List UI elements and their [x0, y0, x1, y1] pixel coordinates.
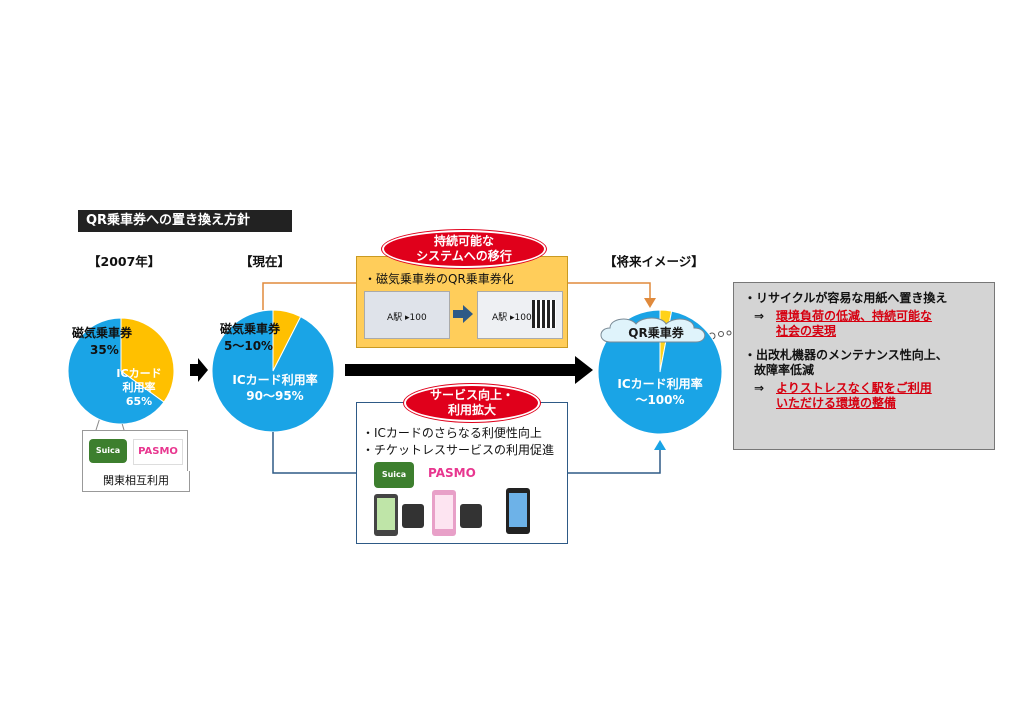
qr-code-icon	[532, 300, 556, 328]
pie-future-ic-label: ICカード利用率 ～100%	[600, 376, 720, 408]
orange-connector-right	[568, 282, 651, 300]
pie-2007-magnetic-label: 磁気乗車券	[72, 326, 133, 340]
ic-card-image-box: Suica PASMO	[82, 430, 188, 474]
result-1-text: 環境負荷の低減、持続可能な 社会の実現	[776, 309, 932, 339]
pie-2007-magnetic-pct: 35%	[90, 343, 119, 357]
smartwatch-icon-2	[460, 504, 482, 528]
smartphone-icon	[374, 494, 398, 536]
pie-now-ic-text: ICカード利用率	[232, 373, 318, 387]
card-caption: 関東相互利用	[82, 471, 190, 492]
suica-card: Suica	[89, 439, 127, 463]
benefit-2-line1: ・出改札機器のメンテナンス性向上、	[744, 348, 948, 362]
benefit-1: ・リサイクルが容易な用紙へ置き換え	[744, 291, 948, 305]
pink-phone-screen	[435, 495, 453, 529]
pasmo-card: PASMO	[133, 439, 183, 465]
pie-now-ic-label: ICカード利用率 90～95%	[220, 372, 330, 404]
result-1-line1: 環境負荷の低減、持続可能な	[776, 309, 933, 323]
era-future-label: 【将来イメージ】	[604, 254, 704, 269]
result-2-text: よりストレスなく駅をご利用 いただける環境の整備	[776, 381, 932, 411]
qr-ticket-image: A駅 ▸100	[477, 291, 563, 339]
ticket-arrow-icon	[453, 305, 473, 323]
navy-connector	[272, 428, 356, 474]
sustainable-pill: 持続可能な システムへの移行	[382, 230, 546, 268]
diagram-title: QR乗車券への置き換え方針	[78, 210, 292, 232]
benefit-2-result: ⇒ よりストレスなく駅をご利用 いただける環境の整備	[744, 381, 984, 411]
orange-arrowhead	[644, 298, 656, 308]
era-now-label: 【現在】	[240, 254, 291, 269]
bubble-dot	[726, 330, 732, 336]
service-pill-line2: 利用拡大	[447, 403, 496, 417]
smartphone-screen	[377, 498, 395, 530]
small-black-arrow	[190, 358, 208, 382]
ticketless-phone-screen	[509, 493, 527, 527]
result-1-arrow: ⇒	[754, 309, 765, 323]
big-arrow-head	[575, 356, 593, 384]
pie-2007-ic-line2: 利用率	[122, 381, 156, 394]
ticketless-phone-icon	[506, 488, 530, 534]
pie-now	[212, 310, 334, 432]
sustainable-bullet: ・磁気乗車券のQR乗車券化	[364, 272, 514, 286]
result-2-arrow: ⇒	[754, 381, 765, 395]
navy-connector-right	[568, 448, 661, 474]
service-pasmo-logo: PASMO	[428, 466, 476, 480]
pie-slice	[212, 310, 334, 432]
service-suica-card: Suica	[374, 462, 414, 488]
service-pill-line1: サービス向上・	[429, 388, 514, 402]
qr-cloud	[600, 317, 706, 343]
result-2-line2: いただける環境の整備	[776, 396, 897, 410]
pink-phone-icon	[432, 490, 456, 536]
pie-slice	[120, 318, 174, 403]
result-2-line1: よりストレスなく駅をご利用	[776, 381, 932, 395]
pie-now-magnetic-pct: 5～10%	[224, 339, 274, 353]
pie-now-magnetic-label: 磁気乗車券	[220, 322, 281, 336]
pie-2007	[68, 318, 174, 424]
pie-2007-ic-pct: 65%	[125, 395, 153, 408]
sustainable-pill-line2: システムへの移行	[416, 249, 512, 263]
ticket2-text: A駅 ▸100	[492, 313, 532, 323]
service-pill: サービス向上・ 利用拡大	[404, 384, 540, 422]
result-1-line2: 社会の実現	[776, 324, 837, 338]
benefits-box: ・リサイクルが容易な用紙へ置き換え ⇒ 環境負荷の低減、持続可能な 社会の実現 …	[733, 282, 995, 450]
ticket1-text: A駅 ▸100	[387, 313, 427, 323]
pie-future-ic-text: ICカード利用率	[617, 377, 703, 391]
benefit-1-result: ⇒ 環境負荷の低減、持続可能な 社会の実現	[744, 309, 984, 339]
pie-now-ic-pct: 90～95%	[246, 389, 304, 403]
orange-connector	[262, 282, 356, 310]
pie-slice	[68, 318, 165, 424]
era-2007-label: 【2007年】	[88, 254, 161, 269]
magnetic-ticket-image: A駅 ▸100	[364, 291, 450, 339]
smartwatch-icon	[402, 504, 424, 528]
pie-future-ic-pct: ～100%	[635, 393, 685, 407]
big-arrow-shaft	[345, 364, 575, 376]
service-bullet-1: ・ICカードのさらなる利便性向上	[362, 426, 542, 440]
pie-future-qr-label: QR乗車券	[628, 326, 684, 340]
service-bullet-2: ・チケットレスサービスの利用促進	[362, 443, 555, 457]
sustainable-pill-line1: 持続可能な	[433, 234, 494, 248]
navy-arrowhead	[654, 440, 666, 450]
bubble-dot	[718, 331, 724, 337]
benefit-2-line2: 故障率低減	[754, 363, 815, 377]
pie-2007-ic-line1: ICカード	[116, 367, 162, 380]
pie-2007-ic-label: ICカード 利用率 65%	[110, 367, 168, 409]
